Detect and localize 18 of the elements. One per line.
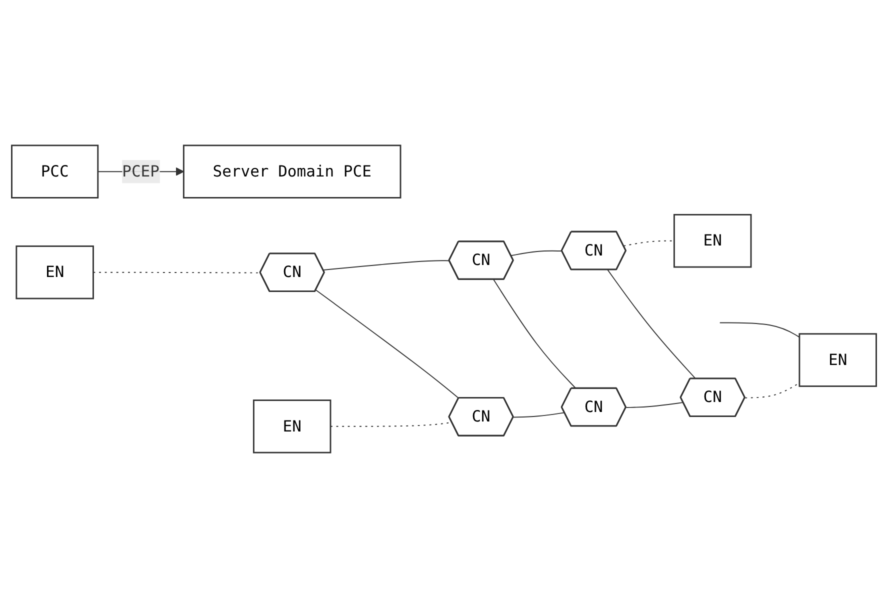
node-box: EN (798, 333, 876, 387)
connector (322, 260, 450, 271)
node-box: PCC (10, 144, 98, 198)
connector (744, 382, 800, 398)
connector (622, 240, 674, 246)
connector (606, 269, 696, 380)
node-box: EN (672, 214, 752, 268)
connector (492, 279, 576, 390)
connector (92, 272, 260, 274)
connector (512, 412, 565, 418)
node-box: EN (252, 400, 331, 454)
node-box: Server Domain PCE (182, 144, 401, 198)
node-box: EN (15, 245, 94, 300)
connector (315, 290, 459, 399)
connector (510, 250, 562, 256)
connector (718, 322, 800, 338)
connector (625, 402, 684, 408)
edge-label: PCEP (122, 162, 159, 180)
